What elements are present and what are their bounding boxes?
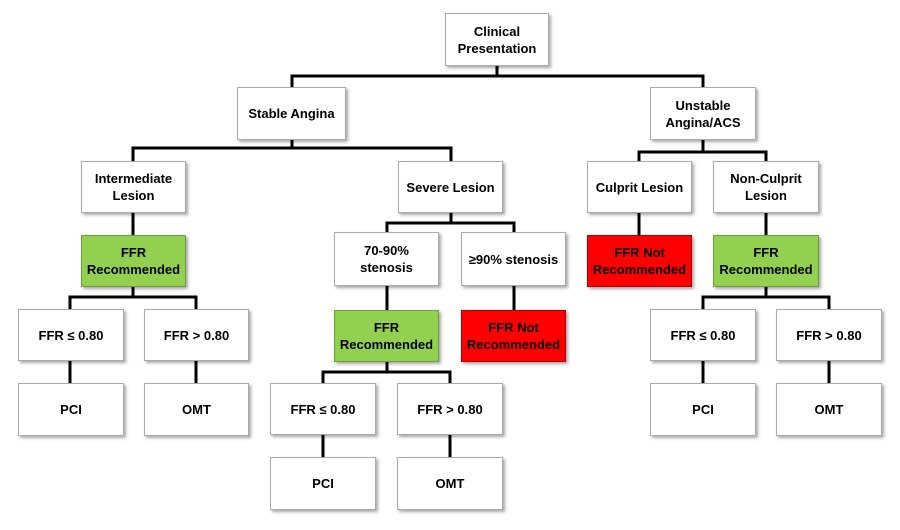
ffr-not-recommended-90-node: FFR Not Recommended <box>461 310 566 362</box>
culprit-lesion-node: Culprit Lesion <box>587 161 692 213</box>
ffr-le-080-nonculprit-node: FFR ≤ 0.80 <box>650 309 756 361</box>
connector-70-90 <box>321 284 452 459</box>
ffr-recommended-intermediate-node: FFR Recommended <box>81 235 186 287</box>
pci-70-90-node: PCI <box>270 457 376 510</box>
connector-root <box>290 64 705 89</box>
stenosis-90-node: ≥90% stenosis <box>461 232 566 286</box>
stenosis-70-90-node: 70-90% stenosis <box>334 232 439 286</box>
ffr-gt-080-70-90-node: FFR > 0.80 <box>397 383 503 435</box>
connector-stable <box>131 138 453 163</box>
ffr-recommended-nonculprit-node: FFR Recommended <box>713 235 819 287</box>
ffr-not-recommended-culprit-node: FFR Not Recommended <box>587 235 692 287</box>
omt-intermediate-node: OMT <box>144 383 249 436</box>
omt-70-90-node: OMT <box>397 457 503 510</box>
clinical-presentation-node: Clinical Presentation <box>445 13 549 66</box>
ffr-gt-080-intermediate-node: FFR > 0.80 <box>144 309 249 361</box>
intermediate-lesion-node: Intermediate Lesion <box>81 161 186 213</box>
unstable-angina-node: Unstable Angina/ACS <box>650 87 756 140</box>
connector-unstable <box>637 138 768 163</box>
omt-nonculprit-node: OMT <box>776 383 882 436</box>
stable-angina-node: Stable Angina <box>237 87 346 140</box>
non-culprit-lesion-node: Non-Culprit Lesion <box>713 161 819 213</box>
ffr-recommended-70-90-node: FFR Recommended <box>334 310 439 362</box>
pci-nonculprit-node: PCI <box>650 383 756 436</box>
connector-nonculprit <box>701 211 831 385</box>
ffr-le-080-intermediate-node: FFR ≤ 0.80 <box>18 309 124 361</box>
connector-intermediate <box>68 211 198 385</box>
ffr-gt-080-nonculprit-node: FFR > 0.80 <box>776 309 882 361</box>
ffr-le-080-70-90-node: FFR ≤ 0.80 <box>270 383 376 435</box>
connector-severe <box>385 211 516 234</box>
pci-intermediate-node: PCI <box>18 383 124 436</box>
severe-lesion-node: Severe Lesion <box>398 161 503 213</box>
